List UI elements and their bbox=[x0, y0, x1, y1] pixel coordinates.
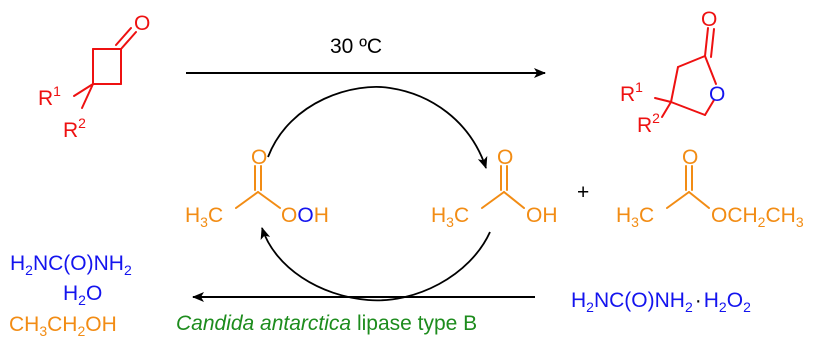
acetic-carbonyl-oxygen: O bbox=[497, 146, 513, 169]
urea-hydrogen-peroxide-formula: H2NC(O)NH2·H2O2 bbox=[571, 289, 751, 315]
urea-formula: H2NC(O)NH2 bbox=[10, 252, 132, 278]
product-substituent-r1: R1 bbox=[620, 79, 643, 106]
cyclobutanone-structure bbox=[73, 27, 137, 109]
lactone-structure bbox=[654, 27, 717, 118]
cycle-arc-bottom bbox=[260, 227, 491, 302]
ethyl-acetate-carbonyl-oxygen: O bbox=[682, 146, 698, 169]
cyclobutanone-oxygen: O bbox=[134, 12, 150, 35]
peracetic-methyl: H3C bbox=[185, 204, 223, 230]
substituent-r1: R1 bbox=[38, 83, 61, 110]
substituent-r2: R2 bbox=[63, 115, 86, 142]
plus-sign: + bbox=[577, 181, 589, 204]
acetic-hydroxyl: OH bbox=[526, 204, 558, 227]
peracetic-hydroperoxy: OOH bbox=[281, 204, 329, 227]
cycle-arc-top bbox=[267, 86, 488, 169]
ethanol-formula: CH3CH2OH bbox=[9, 313, 117, 339]
peracetic-acid-structure bbox=[235, 165, 281, 209]
acetic-acid-structure bbox=[481, 165, 525, 209]
enzyme-label: Candida antarctica lipase type B bbox=[176, 312, 477, 335]
ethyl-acetate-methyl: H3C bbox=[616, 204, 654, 230]
peracetic-carbonyl-oxygen: O bbox=[251, 146, 267, 169]
lactone-carbonyl-oxygen: O bbox=[701, 8, 717, 31]
ethyl-acetate-ethoxy: OCH2CH3 bbox=[711, 204, 804, 230]
ethyl-acetate-structure bbox=[666, 165, 710, 209]
temperature-label: 30 ºC bbox=[330, 35, 382, 58]
lactone-ring-oxygen: O bbox=[709, 83, 725, 106]
water-formula: H2O bbox=[63, 282, 102, 308]
product-substituent-r2: R2 bbox=[637, 110, 660, 137]
acetic-methyl: H3C bbox=[431, 204, 469, 230]
